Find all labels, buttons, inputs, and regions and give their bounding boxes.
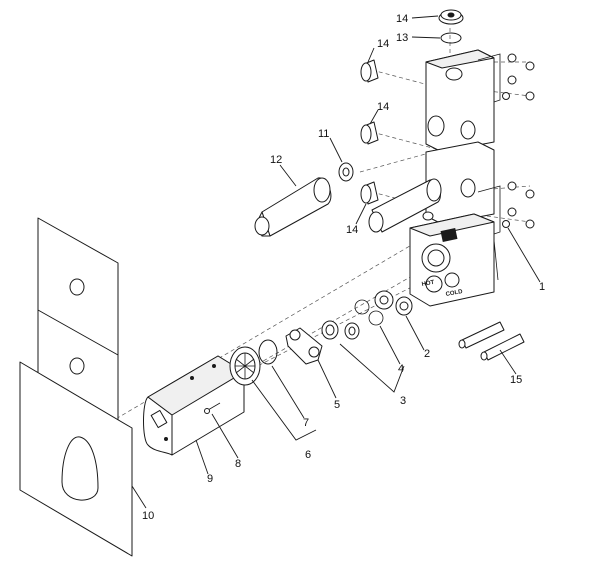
sealing-caps: [360, 59, 379, 205]
callout-14-middle: 14: [377, 101, 389, 113]
leader-lines: [131, 15, 541, 509]
bracket-screws: [502, 53, 535, 229]
callout-14-top: 14: [396, 13, 408, 25]
wall-plate-assembly: [19, 217, 133, 557]
lever-mechanism: [285, 327, 323, 365]
plate-hole-upper: [69, 278, 85, 296]
o-ring: [258, 339, 278, 365]
valve-body: HOT COLD: [368, 49, 501, 307]
wall-anchors: [458, 321, 525, 361]
plate-hole-middle: [69, 357, 85, 375]
handle-disc: [229, 346, 261, 386]
callout-9: 9: [207, 473, 213, 485]
callout-7: 7: [303, 417, 309, 429]
valve-inserts: [374, 290, 413, 316]
callout-15: 15: [510, 374, 522, 386]
top-fitting: [438, 9, 464, 44]
pipe-nut: [338, 162, 354, 182]
callout-5: 5: [334, 399, 340, 411]
trim-screw: [204, 402, 221, 414]
callout-2: 2: [424, 348, 430, 360]
plate-cutout-front: [61, 436, 99, 501]
callout-13: 13: [396, 32, 408, 44]
callout-12: 12: [270, 154, 282, 166]
cartridge-assembly: [321, 299, 384, 340]
cold-label: COLD: [445, 289, 463, 298]
hot-label: HOT: [421, 280, 435, 288]
callout-6: 6: [305, 449, 311, 461]
callout-8: 8: [235, 458, 241, 470]
callout-3: 3: [400, 395, 406, 407]
callout-14-lower: 14: [346, 224, 358, 236]
callout-10: 10: [142, 510, 154, 522]
trim-cover: [143, 355, 245, 456]
pipe-extension: [254, 177, 332, 237]
callout-1: 1: [539, 281, 545, 293]
callout-labels: 14 13 14 14 11 12 14 1 2 4 3 5 15 7 6 8 …: [142, 13, 545, 522]
callout-11: 11: [318, 128, 329, 140]
callout-14-upper: 14: [377, 38, 389, 50]
callout-4: 4: [398, 363, 404, 375]
